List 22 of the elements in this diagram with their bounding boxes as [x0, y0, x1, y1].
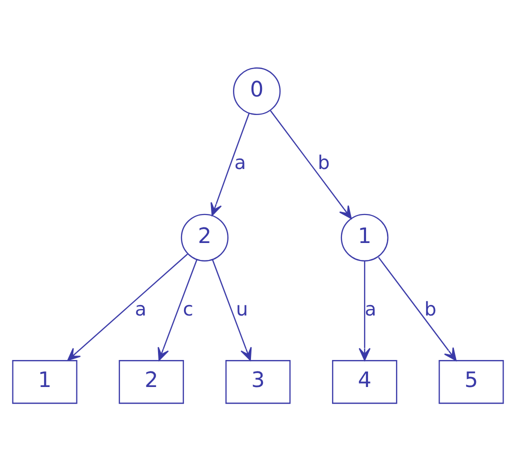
node-circle: 1	[340, 213, 388, 261]
node-box: 4	[332, 360, 398, 404]
edge-label: a	[134, 298, 147, 320]
arrow	[270, 110, 352, 218]
edge-label: b	[318, 151, 330, 174]
node-box: 1	[12, 360, 78, 404]
arrow	[378, 256, 457, 360]
edge-label: a	[364, 298, 376, 320]
node-box: 5	[438, 360, 504, 404]
node-circle: 2	[180, 213, 228, 261]
arrow	[158, 259, 198, 360]
edge-label: u	[236, 298, 248, 320]
edge-label: c	[182, 298, 194, 320]
arrow	[358, 260, 371, 360]
edge-label: b	[424, 298, 436, 320]
arrow	[210, 112, 250, 216]
node-circle: 0	[233, 66, 281, 115]
node-box: 3	[225, 360, 291, 404]
edge-label: a	[234, 151, 246, 174]
arrow	[212, 259, 252, 360]
node-box: 2	[118, 360, 184, 404]
arrow	[67, 253, 188, 360]
